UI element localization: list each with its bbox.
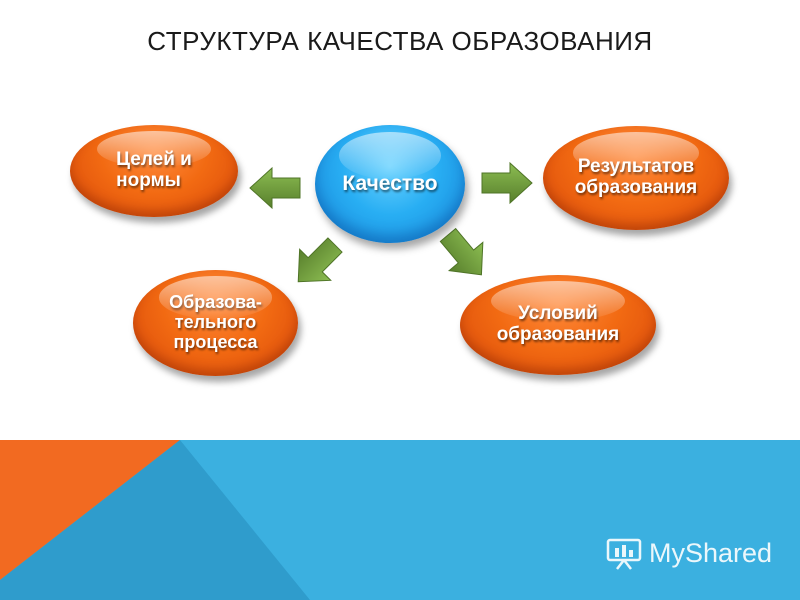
node-conditions: Условий образования [460,275,656,375]
node-conditions-label: Условий образования [496,303,620,345]
arrows-layer [249,161,533,283]
node-process-label: Образова- тельного процесса [169,292,262,352]
watermark-logo: MyShared [605,536,772,570]
arrow-to-conditions [439,227,484,276]
arrow-to-goals [249,166,301,210]
node-results: Результатов образования [543,126,729,230]
presentation-icon [606,538,642,570]
node-goals: Целей и нормы [70,125,238,217]
center-node-label: Качество [342,172,438,196]
page-title: СТРУКТУРА КАЧЕСТВА ОБРАЗОВАНИЯ [147,26,653,56]
node-goals-label: Целей и нормы [116,149,192,191]
decorative-footer-band [0,440,800,600]
node-results-label: Результатов образования [574,156,698,198]
watermark-text: MyShared [649,537,773,568]
arrow-to-process [297,237,343,283]
center-node-quality: Качество [315,125,465,243]
arrow-to-results [481,161,533,205]
node-process: Образова- тельного процесса [133,270,298,376]
